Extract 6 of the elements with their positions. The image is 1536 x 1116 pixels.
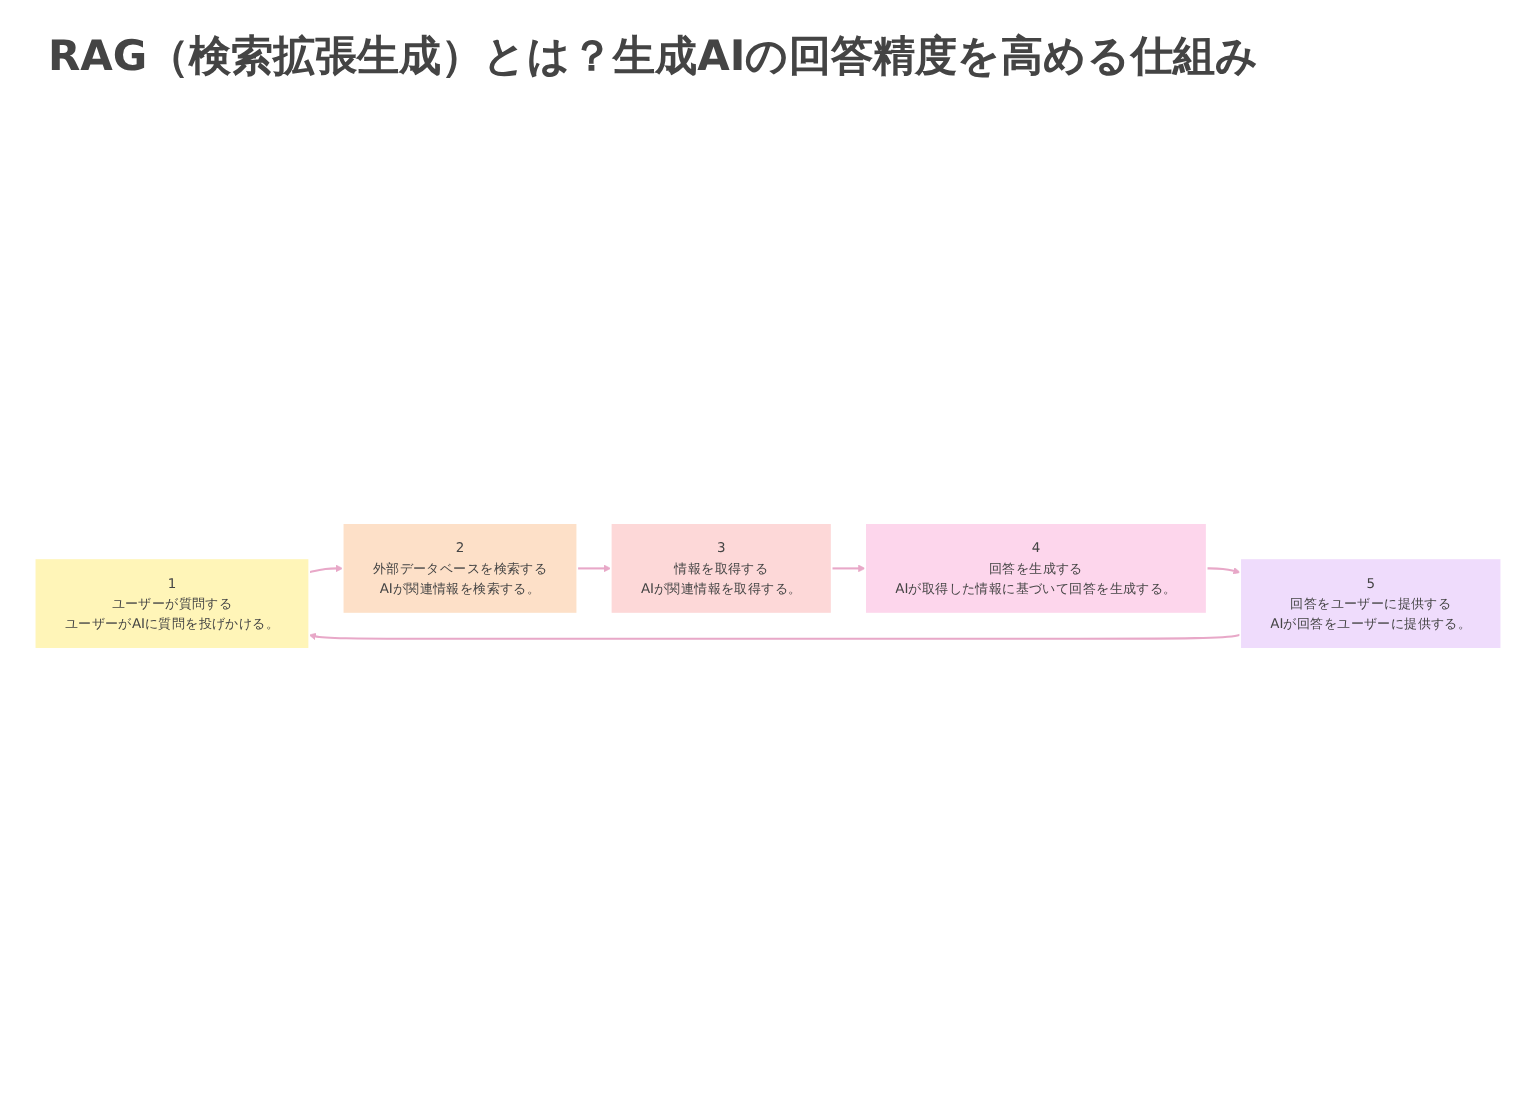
arrow	[831, 564, 866, 573]
arrow	[308, 632, 1241, 641]
arrow	[577, 564, 612, 573]
arrow	[1206, 567, 1241, 575]
diagram-title: RAG（検索拡張生成）とは？生成AIの回答精度を高める仕組み	[46, 30, 1262, 84]
arrow	[308, 564, 344, 574]
